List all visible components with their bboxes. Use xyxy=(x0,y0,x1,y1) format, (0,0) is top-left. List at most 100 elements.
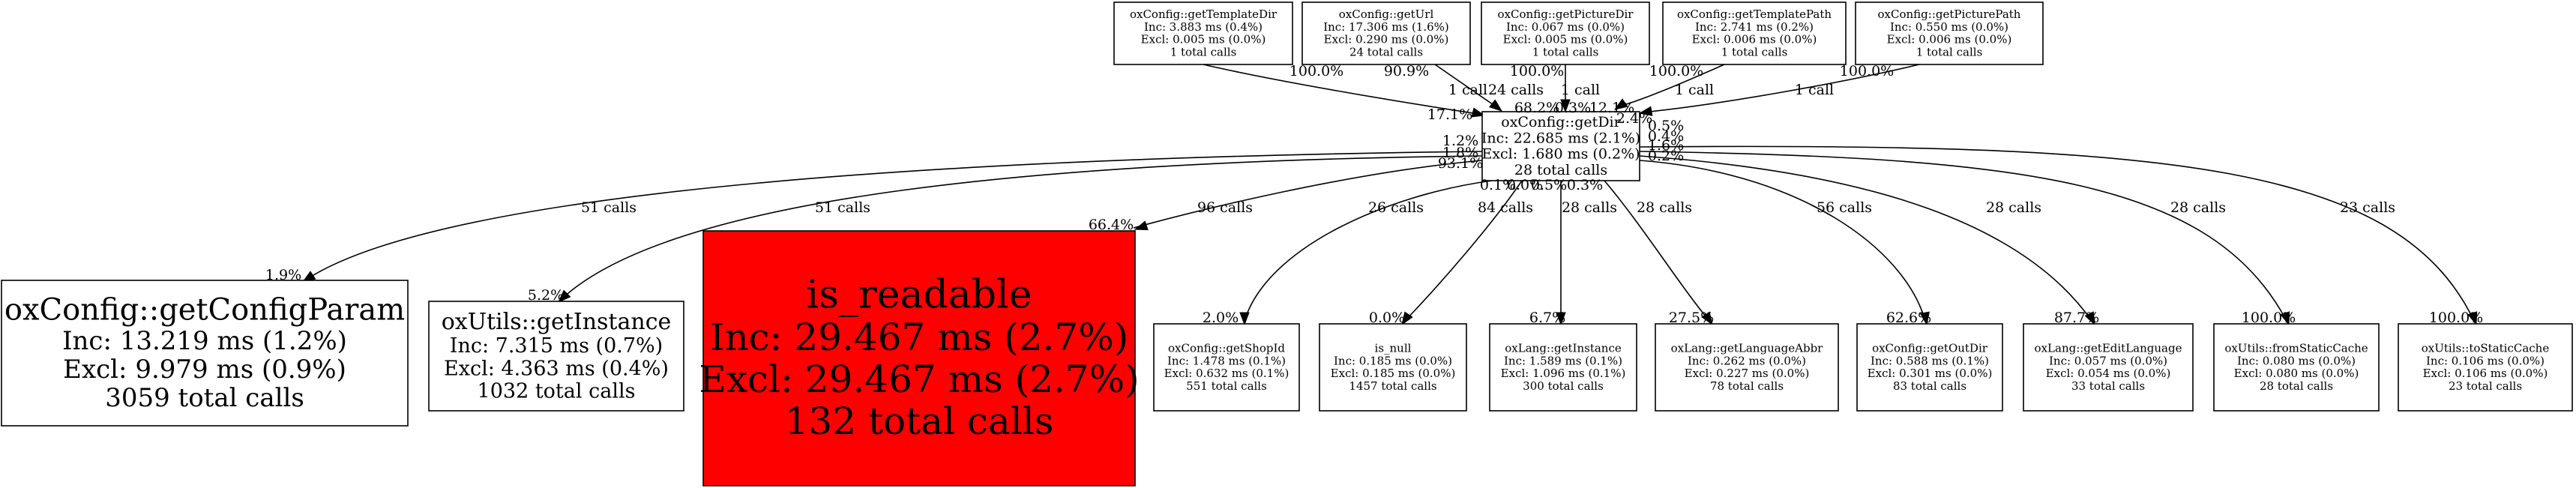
edge-center-to-c6 xyxy=(1604,180,1713,326)
node-inclusive-time: Inc: 1.589 ms (0.1%) xyxy=(1504,354,1622,367)
node-function-name: oxLang::getLanguageAbbr xyxy=(1671,342,1824,355)
node-exclusive-time: Excl: 0.290 ms (0.0%) xyxy=(1324,33,1449,46)
edge-call-count: 26 calls xyxy=(1368,199,1424,216)
node-box xyxy=(428,301,684,412)
edge-head-percent: 0.0% xyxy=(1369,310,1405,326)
node-total-calls: 1 total calls xyxy=(1916,45,1983,58)
edge-call-count: 1 call xyxy=(1795,82,1834,98)
edge-tail-percent: 100.0% xyxy=(1289,63,1343,79)
node-function-name: oxLang::getEditLanguage xyxy=(2035,342,2182,355)
node-exclusive-time: Excl: 0.301 ms (0.0%) xyxy=(1868,367,1993,380)
edge-tail-percent: 100.0% xyxy=(1510,63,1564,79)
edge-tail-percent: 0.4% xyxy=(1648,128,1684,145)
node-total-calls: 83 total calls xyxy=(1893,379,1966,393)
edge-line xyxy=(1641,64,1920,113)
call-edges xyxy=(301,64,2478,326)
edge-center-to-c10 xyxy=(1639,145,2478,326)
edge-tail-percent: 100.0% xyxy=(1840,63,1894,79)
edge-call-count: 28 calls xyxy=(1986,199,2041,216)
node-exclusive-time: Excl: 1.680 ms (0.2%) xyxy=(1481,146,1640,163)
node-function-name: oxConfig::getShopId xyxy=(1168,342,1285,355)
node-function-name: oxLang::getInstance xyxy=(1505,342,1622,355)
edge-call-count: 1 call xyxy=(1675,82,1714,98)
node-box xyxy=(1,280,409,427)
node-inclusive-time: Inc: 13.219 ms (1.2%) xyxy=(62,326,347,356)
edge-tail-percent: 0.5% xyxy=(1531,177,1567,193)
node-function-name: is_null xyxy=(1375,342,1412,355)
edge-p1-to-center xyxy=(1434,64,1503,112)
node-exclusive-time: Excl: 0.080 ms (0.0%) xyxy=(2234,367,2359,380)
edge-call-count: 51 calls xyxy=(815,199,870,216)
edge-head-percent: 1.9% xyxy=(265,267,301,283)
node-box xyxy=(1319,323,1467,412)
edge-head-percent: 62.6% xyxy=(1886,310,1931,326)
node-box xyxy=(1489,323,1637,412)
node-box xyxy=(1655,323,1839,412)
edge-p2-to-center xyxy=(1560,64,1571,113)
edge-head-percent: 27.5% xyxy=(1669,310,1714,326)
edge-tail-percent: 93.1% xyxy=(1438,155,1483,172)
edge-tail-percent: 0.1% xyxy=(1480,177,1516,193)
edge-center-to-c3 xyxy=(1239,180,1493,326)
node-total-calls: 1 total calls xyxy=(1532,45,1599,58)
node-exclusive-time: Excl: 1.096 ms (0.1%) xyxy=(1501,367,1626,380)
node-exclusive-time: Excl: 0.227 ms (0.0%) xyxy=(1685,367,1810,380)
node-box xyxy=(1481,111,1640,181)
node-box xyxy=(1481,1,1650,65)
node-total-calls: 28 total calls xyxy=(1514,162,1607,178)
edge-call-count: 23 calls xyxy=(2340,199,2395,216)
edge-p0-to-center xyxy=(1203,64,1486,118)
node-inclusive-time: Inc: 0.106 ms (0.0%) xyxy=(2426,354,2545,367)
node-box xyxy=(1301,1,1471,65)
edge-tail-percent: 0.2% xyxy=(1648,148,1684,164)
node-box xyxy=(1856,323,2003,412)
edge-head-percent: 68.2% xyxy=(1514,100,1559,116)
edge-center-to-c7 xyxy=(1639,160,1930,326)
node-total-calls: 78 total calls xyxy=(1710,379,1784,393)
node-function-name: oxConfig::getTemplateDir xyxy=(1130,7,1278,21)
edge-head-percent: 0.3% xyxy=(1555,100,1591,116)
edge-arrowhead xyxy=(1638,106,1653,116)
edge-tail-percent: 1.8% xyxy=(1442,145,1478,161)
edge-arrowhead xyxy=(1401,311,1413,326)
node-function-name: oxConfig::getConfigParam xyxy=(4,292,405,327)
edge-call-count: 84 calls xyxy=(1478,199,1533,216)
edge-tail-percent: 90.9% xyxy=(1384,63,1429,79)
node-function-name: oxUtils::toStaticCache xyxy=(2422,342,2550,355)
node-box xyxy=(1662,1,1847,65)
node-total-calls: 28 total calls xyxy=(2260,379,2333,393)
node-box xyxy=(702,230,1136,487)
node-box xyxy=(2398,323,2573,412)
node-total-calls: 300 total calls xyxy=(1523,379,1604,393)
edge-p3-to-center xyxy=(1613,64,1725,110)
edge-call-count: 28 calls xyxy=(1562,199,1617,216)
edge-line xyxy=(1133,160,1483,229)
edge-center-to-c5 xyxy=(1556,181,1566,326)
edge-tail-percent: 0.0% xyxy=(1507,177,1543,193)
node-function-name: oxConfig::getPicturePath xyxy=(1878,7,2021,21)
edge-arrowhead xyxy=(1488,99,1503,112)
node-inclusive-time: Inc: 22.685 ms (2.1%) xyxy=(1481,130,1640,146)
edge-center-to-c9 xyxy=(1639,151,2290,326)
node-exclusive-time: Excl: 0.185 ms (0.0%) xyxy=(1331,367,1456,380)
edge-arrowhead xyxy=(2084,311,2095,326)
node-total-calls: 33 total calls xyxy=(2071,379,2145,393)
node-inclusive-time: Inc: 17.306 ms (1.6%) xyxy=(1323,20,1449,34)
node-exclusive-time: Excl: 0.632 ms (0.1%) xyxy=(1164,367,1289,380)
edge-call-count: 28 calls xyxy=(1637,199,1692,216)
node-inclusive-time: Inc: 0.067 ms (0.0%) xyxy=(1506,20,1625,34)
edge-arrowhead xyxy=(1919,311,1930,326)
edge-center-to-c1 xyxy=(557,155,1483,304)
edge-call-count: 56 calls xyxy=(1817,199,1872,216)
edge-arrowhead xyxy=(1134,220,1149,231)
node-inclusive-time: Inc: 0.588 ms (0.1%) xyxy=(1871,354,1989,367)
node-inclusive-time: Inc: 29.467 ms (2.7%) xyxy=(710,316,1129,359)
edge-arrowhead xyxy=(557,289,571,304)
